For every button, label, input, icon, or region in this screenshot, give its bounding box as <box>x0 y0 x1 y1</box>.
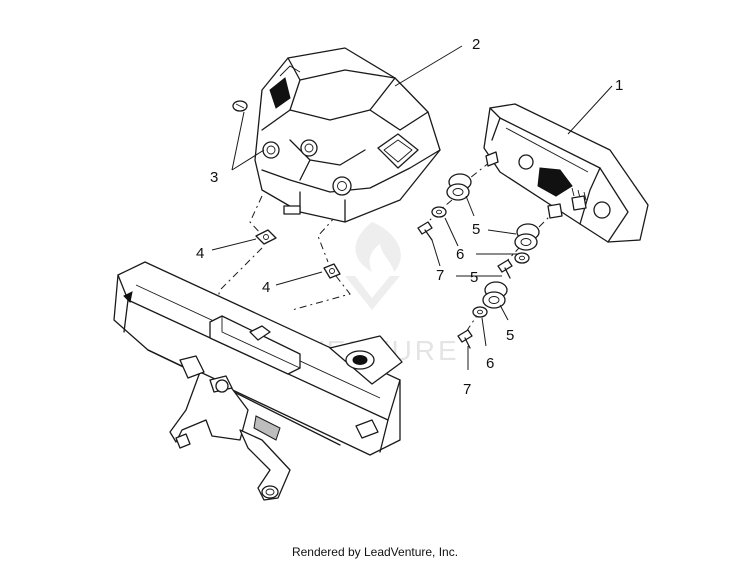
panel-screws <box>417 221 513 349</box>
rendered-by-footer: Rendered by LeadVenture, Inc. <box>292 545 458 559</box>
callout-3: 3 <box>210 169 218 186</box>
cover-screw-set <box>232 100 352 196</box>
callout-5-lower: 5 <box>506 327 514 344</box>
nut-clips <box>255 229 341 279</box>
callout-5-upper: 5 <box>472 221 480 238</box>
callout-2: 2 <box>472 36 480 53</box>
rubber-grommets <box>446 173 540 309</box>
callout-4-lower: 4 <box>262 279 270 296</box>
instrument-cover <box>254 47 441 223</box>
callout-7-upper: 7 <box>436 267 444 284</box>
washers <box>431 206 530 318</box>
callout-7-lower: 7 <box>463 381 471 398</box>
callout-5-middle: 5 <box>470 269 478 286</box>
callout-4-upper: 4 <box>196 245 204 262</box>
flame-logo-icon <box>345 222 401 310</box>
callout-6-lower: 6 <box>486 355 494 372</box>
instrument-mounting-bracket <box>113 261 403 501</box>
callout-6-upper: 6 <box>456 246 464 263</box>
callout-1: 1 <box>615 77 623 94</box>
instrument-panel <box>483 103 649 243</box>
callout-labels: 2 1 3 4 4 5 6 7 5 5 6 7 <box>196 36 623 398</box>
leader-lines <box>211 45 613 370</box>
